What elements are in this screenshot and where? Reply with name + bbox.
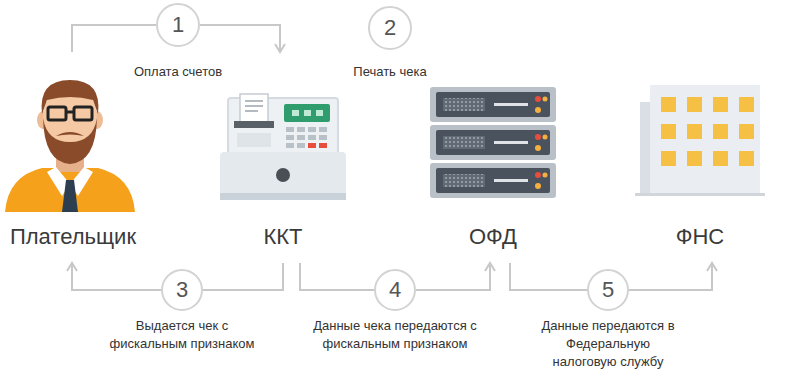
participant-name: Плательщик (10, 224, 136, 250)
callout-number: 3 (163, 278, 201, 302)
flow-connector (203, 263, 283, 290)
step-circle: 2Печать чека (368, 6, 412, 50)
step-caption: Оплата счетов (98, 63, 258, 81)
flow-connector (416, 263, 490, 290)
participant-box: ФНС (640, 52, 760, 263)
step-caption: Печать чека (320, 63, 460, 81)
step-caption: Выдается чек с фискальным признаком (97, 317, 267, 353)
flow-connector (510, 263, 587, 290)
flow-connector (72, 25, 156, 52)
participant-name: ККТ (263, 224, 302, 250)
server-rack-icon (430, 87, 556, 198)
callout-number: 1 (158, 13, 198, 37)
participant-box: Плательщик (0, 52, 146, 263)
participant-name: ОФД (469, 224, 517, 250)
callout-number: 5 (589, 278, 627, 302)
step-circle: 1Оплата счетов (156, 3, 200, 47)
callout-number: 2 (370, 16, 410, 40)
step-circle: 4Данные чека передаются с фискальным при… (374, 269, 416, 311)
flow-connector (72, 263, 161, 290)
participant-box: ККТ (220, 52, 346, 263)
step-circle: 3Выдается чек с фискальным признаком (161, 269, 203, 311)
flow-connector (629, 263, 712, 290)
step-caption: Данные передаются в Федеральную налогову… (538, 317, 678, 371)
flow-connector (200, 25, 280, 52)
cash-register-icon (220, 94, 346, 200)
participant-name: ФНС (676, 224, 725, 250)
flow-connector (300, 263, 374, 290)
step-circle: 5Данные передаются в Федеральную налогов… (587, 269, 629, 311)
participant-box: ОФД (430, 52, 556, 263)
person-icon (5, 80, 135, 212)
callout-number: 4 (376, 278, 414, 302)
step-caption: Данные чека передаются с фискальным приз… (305, 317, 485, 353)
building-icon (635, 85, 765, 196)
